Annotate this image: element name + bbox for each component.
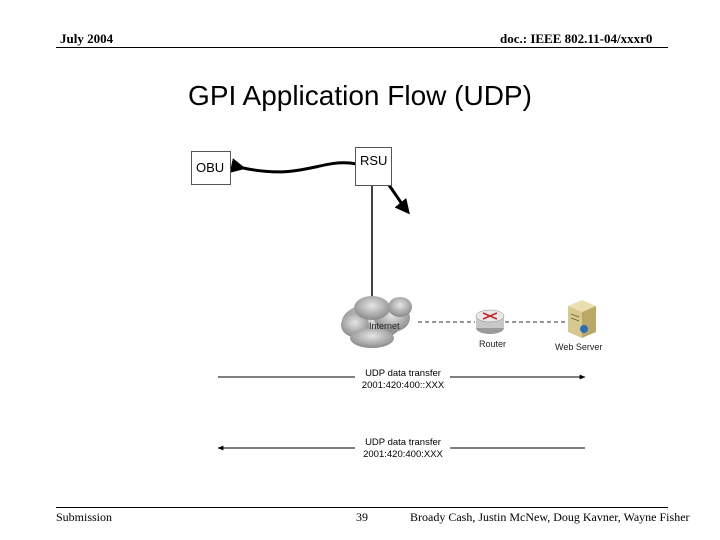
- header-rule: [56, 47, 668, 48]
- footer-rule: [56, 507, 668, 508]
- obu-label: OBU: [196, 160, 225, 175]
- router-label: Router: [479, 339, 507, 349]
- flow2-label: UDP data transfer 2001:420:400:XXX: [343, 437, 463, 461]
- web-server-icon: [568, 300, 596, 338]
- header-doc-id: doc.: IEEE 802.11-04/xxxr0: [500, 31, 653, 46]
- router-icon: [475, 309, 505, 334]
- internet-label: Internet: [369, 321, 400, 331]
- flow2-label-line1: UDP data transfer: [365, 437, 441, 448]
- internet-cloud-icon: [341, 296, 412, 348]
- web-server-label: Web Server: [555, 342, 603, 352]
- obu-box: OBU: [191, 151, 231, 185]
- footer-submission: Submission: [56, 510, 113, 524]
- footer-authors: Broady Cash, Justin McNew, Doug Kavner, …: [410, 510, 690, 524]
- page-number: 39: [356, 510, 368, 524]
- header-date: July 2004: [60, 31, 114, 46]
- rsu-box: RSU: [355, 147, 392, 186]
- slide-title: GPI Application Flow (UDP): [188, 80, 532, 111]
- flow1-label-line1: UDP data transfer: [365, 368, 441, 379]
- rsu-label: RSU: [360, 153, 388, 168]
- flow2-label-line2: 2001:420:400:XXX: [363, 449, 443, 460]
- flow1-label-line2: 2001:420:400::XXX: [361, 380, 445, 391]
- wireless-link-arrow: [229, 158, 410, 215]
- flow1-label: UDP data transfer 2001:420:400::XXX: [343, 368, 463, 392]
